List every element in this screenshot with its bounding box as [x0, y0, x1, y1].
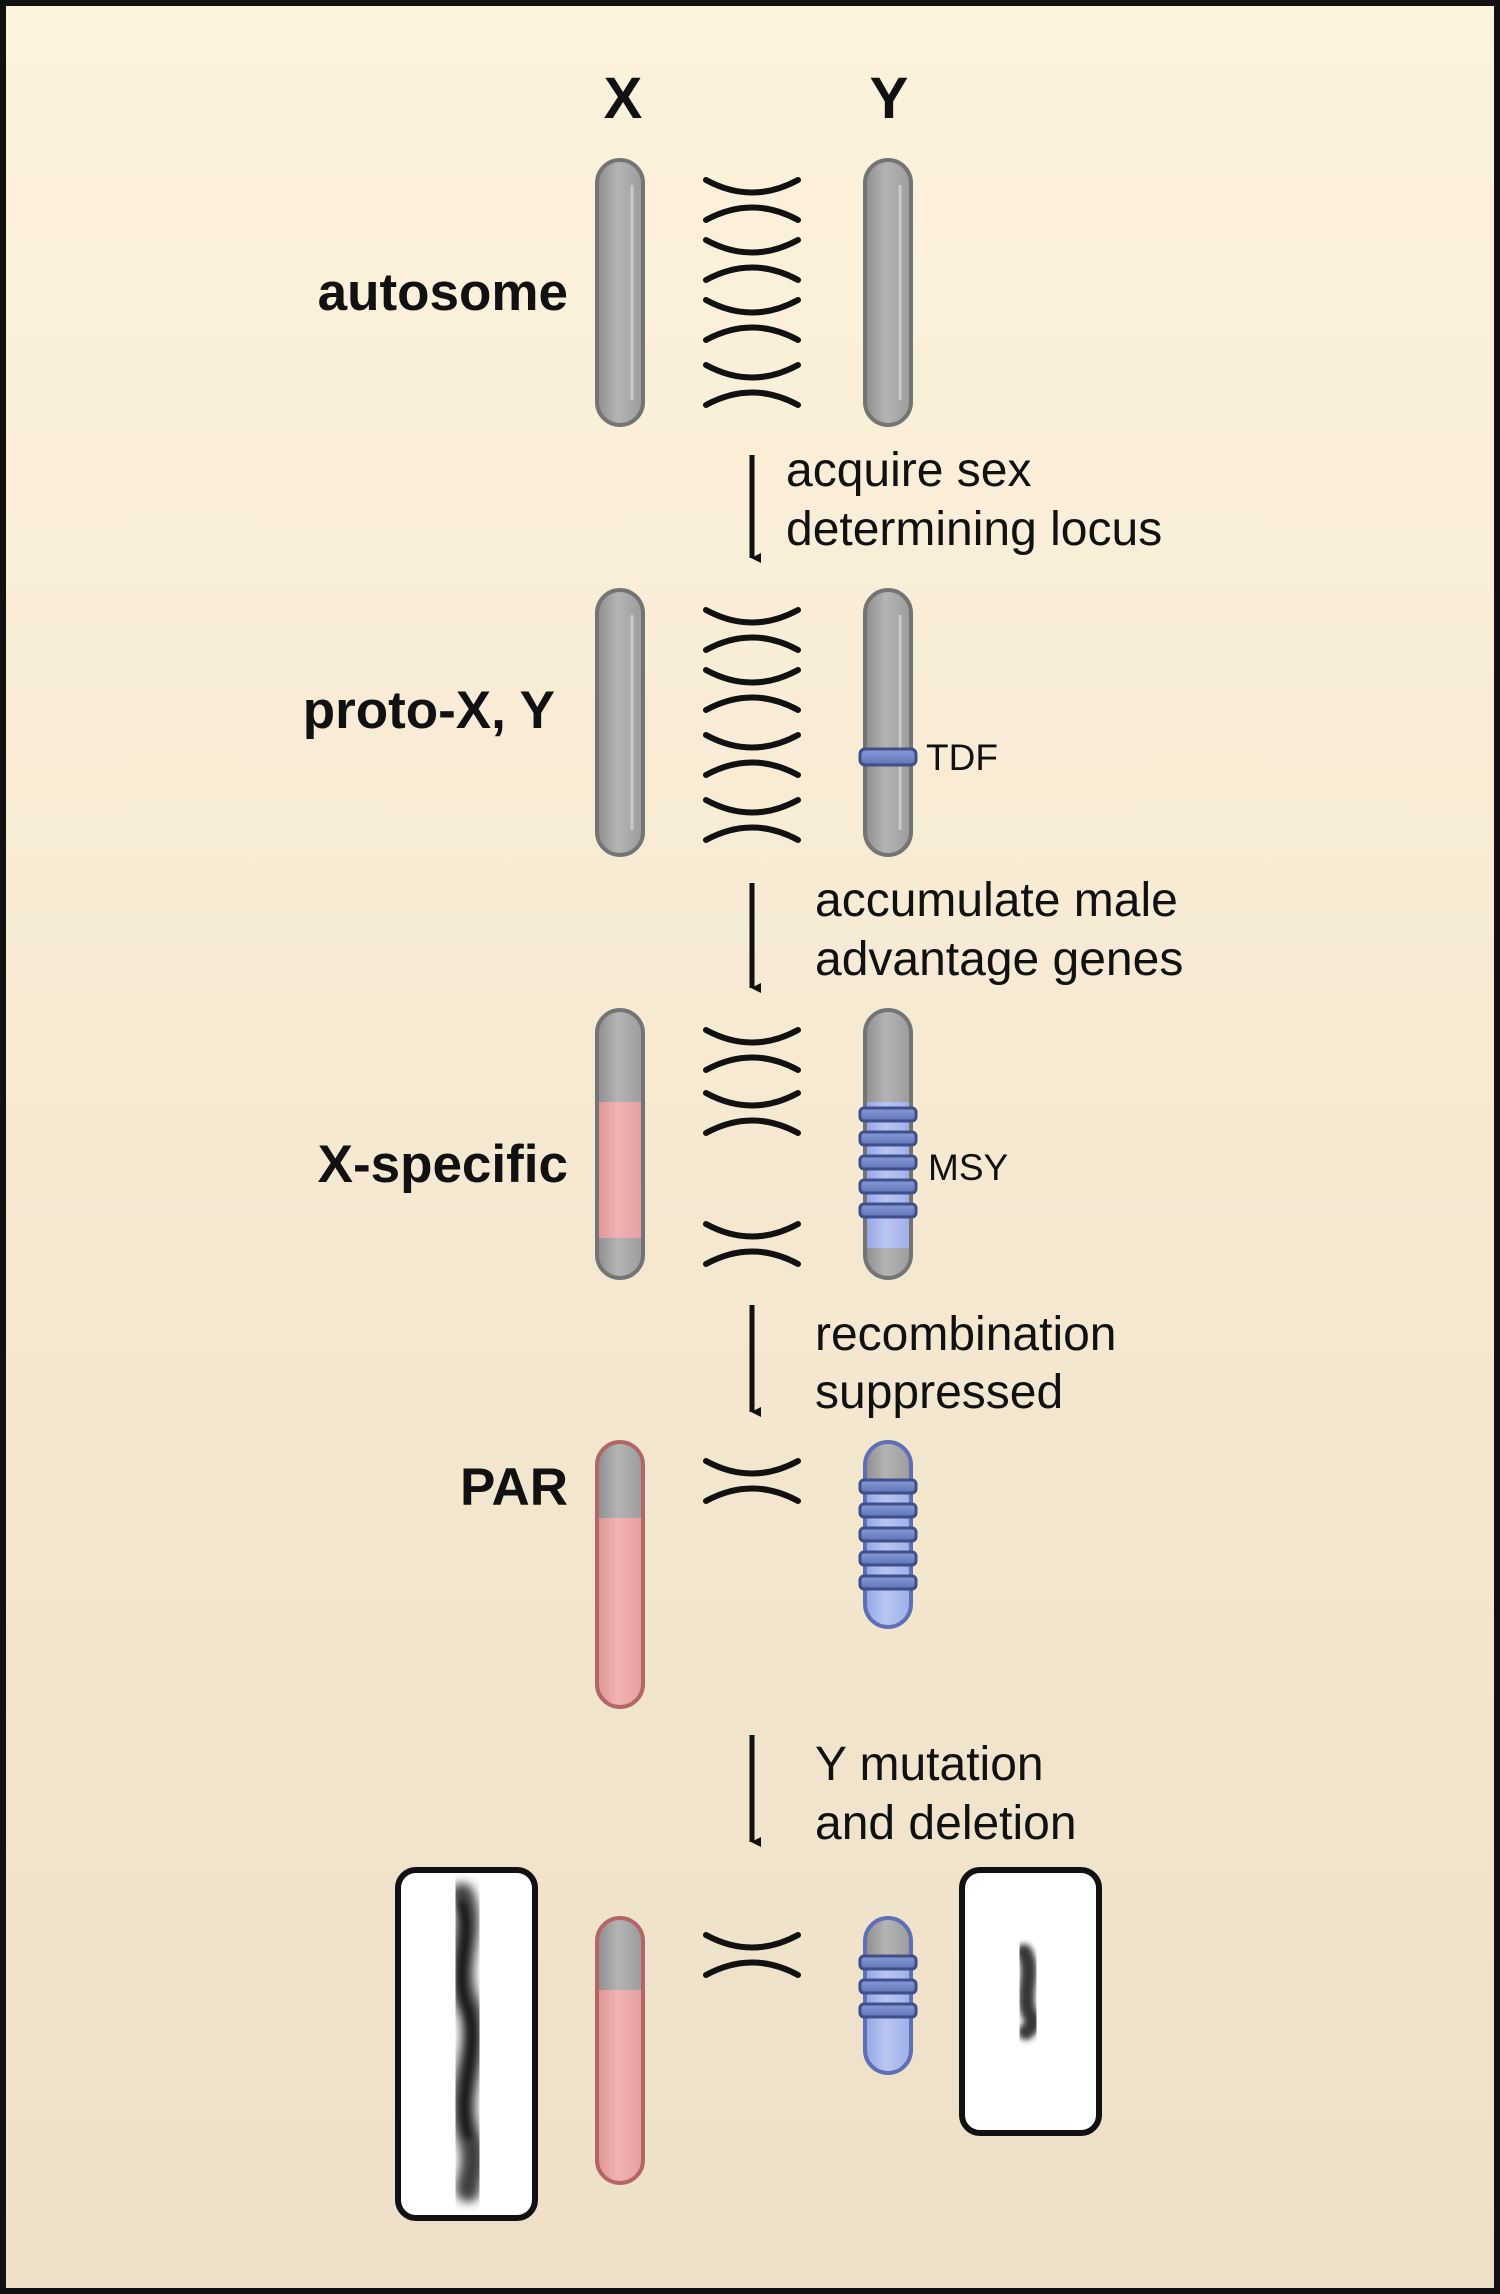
column-header-y: Y [870, 66, 909, 131]
y-chromosome-micrograph [1016, 1944, 1041, 2040]
x-specific-crossovers [703, 1027, 801, 1267]
msy-label: MSY [928, 1147, 1008, 1188]
step-caption-4-line2: and deletion [815, 1797, 1077, 1850]
par-y-bands [858, 1478, 918, 1591]
modern-y-chromosome [863, 1916, 913, 2075]
step-caption-3-line1: recombination [815, 1308, 1117, 1361]
step-caption-2-line2: advantage genes [815, 933, 1183, 986]
autosome-y-chromosome [863, 158, 913, 427]
step-caption-2-line1: accumulate male [815, 874, 1178, 927]
step-caption-4-line1: Y mutation [815, 1738, 1044, 1791]
step-caption-1-line1: acquire sex [786, 444, 1031, 497]
stage-label-proto-xy: proto-X, Y [303, 681, 555, 740]
proto-x-chromosome [595, 588, 645, 857]
par-x-chromosome [595, 1440, 645, 1709]
msy-bands [858, 1106, 918, 1219]
step-caption-1-line2: determining locus [786, 503, 1162, 556]
modern-y-bands [858, 1954, 918, 2019]
autosome-x-chromosome [595, 158, 645, 427]
stage-label-x-specific: X-specific [318, 1135, 568, 1194]
proto-crossovers [703, 607, 801, 843]
stage-label-autosome: autosome [318, 263, 568, 322]
modern-y-micrograph-panel [959, 1867, 1102, 2136]
modern-x-micrograph-panel [395, 1867, 538, 2221]
step-caption-3-line2: suppressed [815, 1366, 1063, 1419]
stage-label-par: PAR [460, 1458, 568, 1517]
autosome-crossovers [703, 177, 801, 408]
par-crossover [703, 1458, 801, 1504]
modern-x-chromosome [595, 1916, 645, 2185]
proto-y-chromosome [863, 588, 913, 857]
tdf-label: TDF [926, 737, 998, 778]
modern-crossover [703, 1932, 801, 1978]
column-header-x: X [604, 66, 643, 131]
x-specific-x-chromosome [595, 1008, 645, 1280]
tdf-band [858, 747, 918, 767]
